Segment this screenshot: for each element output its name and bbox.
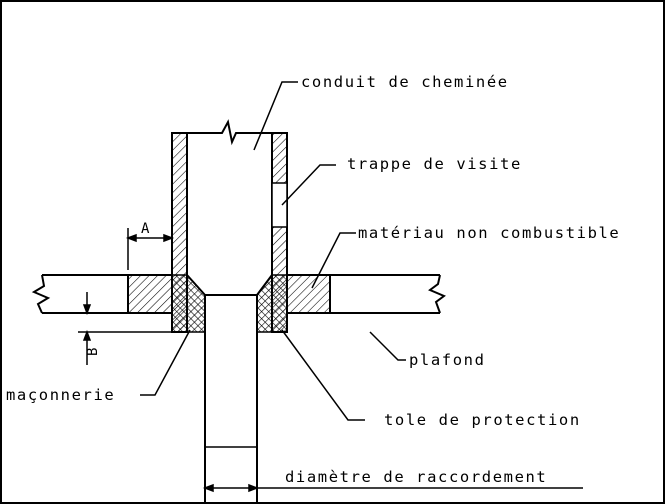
- shield-leader: [281, 329, 365, 421]
- dimension-b: [78, 292, 172, 365]
- dimension-a: [125, 228, 175, 270]
- protection-plate: [186, 274, 273, 296]
- flue-leader: [253, 81, 298, 151]
- ceiling-leader: [369, 331, 406, 361]
- ceiling-label: plafond: [409, 351, 486, 369]
- flue-label: conduit de cheminée: [301, 73, 509, 91]
- diameter-dimension: [202, 483, 583, 493]
- flue-walls: [171, 119, 288, 333]
- shield-label: tole de protection: [384, 411, 581, 429]
- cleanout-label: trappe de visite: [347, 155, 522, 173]
- dimension-b-label: B: [85, 348, 101, 356]
- flue-break-line: [187, 119, 272, 146]
- noncombustible-leader: [311, 232, 356, 289]
- masonry-label: maçonnerie: [6, 386, 115, 404]
- masonry-fill: [171, 274, 288, 333]
- leader-lines: [140, 81, 406, 421]
- masonry-leader: [140, 329, 191, 396]
- noncombustible-label: matériau non combustible: [358, 224, 620, 242]
- diameter-label: diamètre de raccordement: [285, 468, 547, 486]
- connector-pipe: [204, 295, 258, 504]
- cleanout-leader: [281, 164, 336, 206]
- cleanout-door: [271, 182, 288, 228]
- dimension-a-label: A: [141, 221, 150, 237]
- noncombustible-material: [127, 274, 331, 314]
